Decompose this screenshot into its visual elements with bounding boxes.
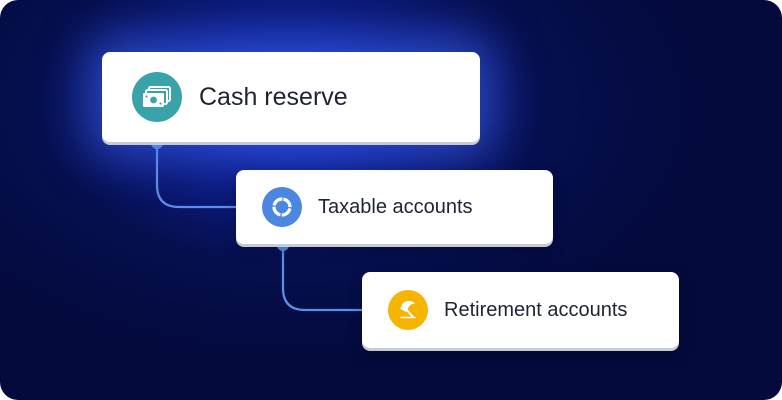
cash-icon	[132, 72, 182, 122]
ring-icon	[262, 187, 302, 227]
node-label: Retirement accounts	[444, 298, 628, 321]
connector-taxable-to-retirement	[281, 245, 362, 312]
node-taxable-accounts: Taxable accounts	[236, 170, 553, 244]
connector-cash-to-taxable	[155, 143, 236, 209]
node-label: Taxable accounts	[318, 195, 473, 218]
node-retirement-accounts: Retirement accounts	[362, 272, 679, 348]
umbrella-icon	[388, 290, 428, 330]
node-label: Cash reserve	[199, 82, 348, 111]
node-cash-reserve: Cash reserve	[102, 52, 480, 142]
